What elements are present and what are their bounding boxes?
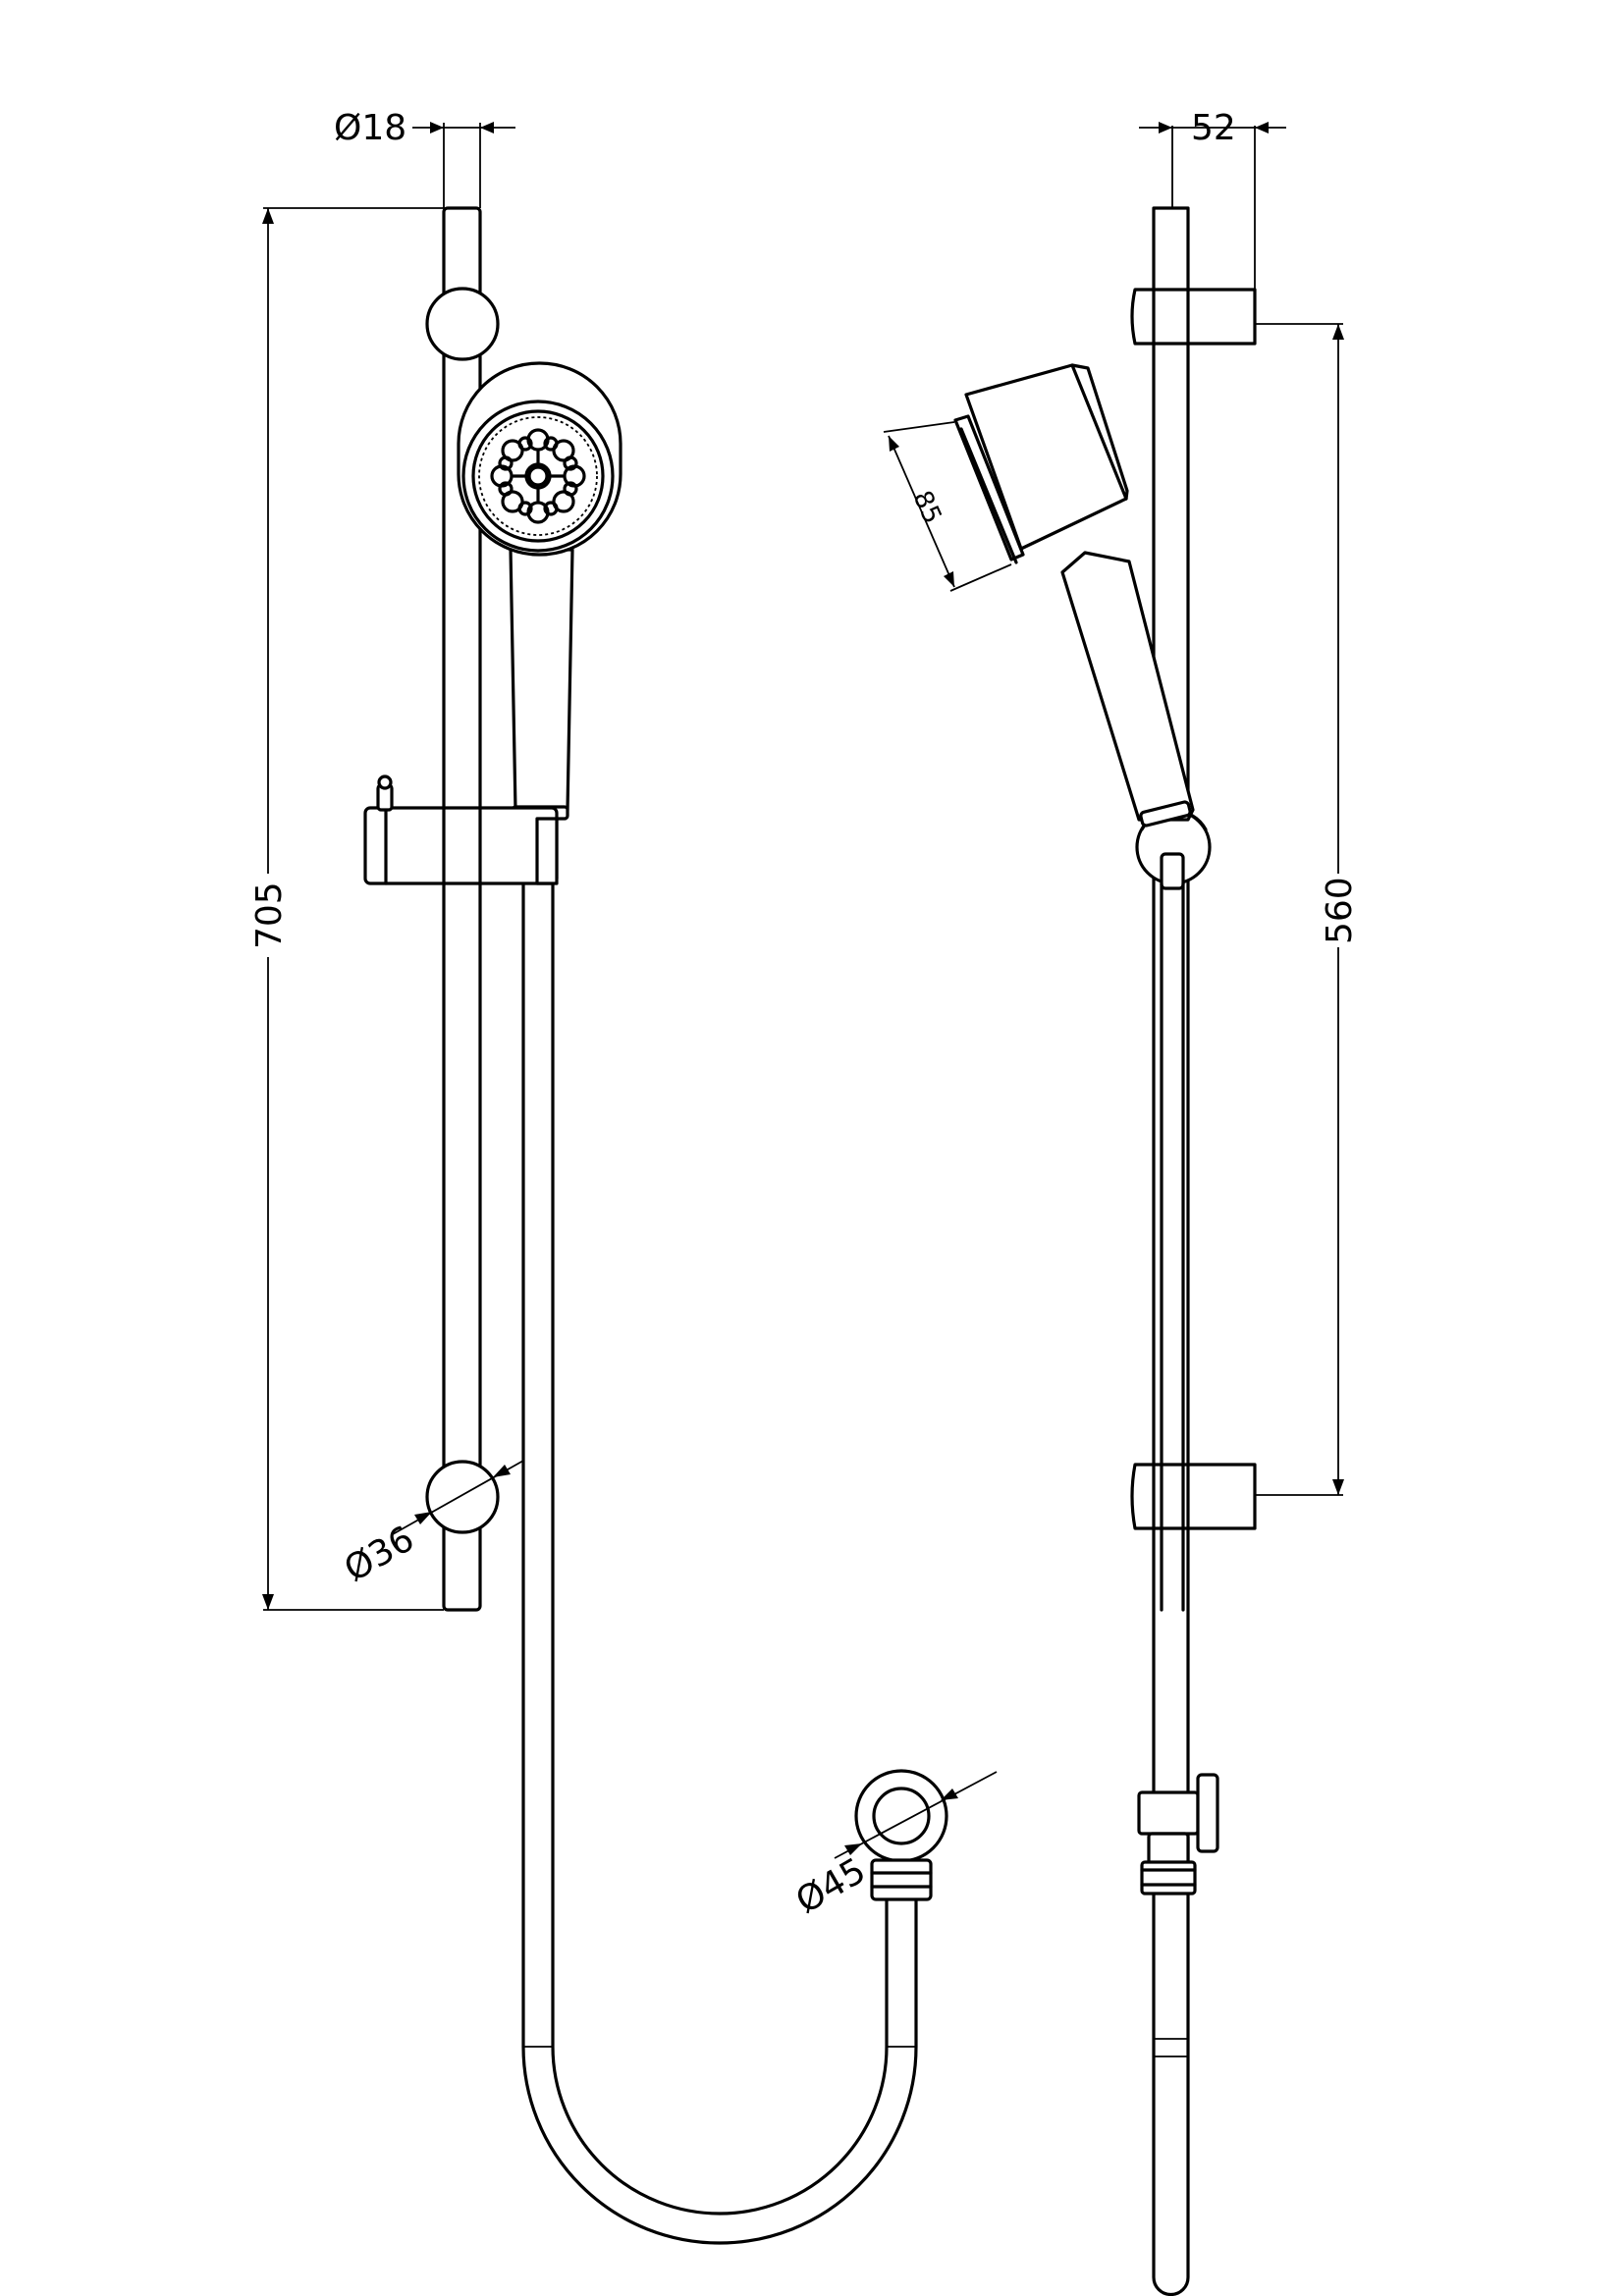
dim-slider-spacing: 560 [1255, 323, 1360, 1496]
top-wall-bracket-front [425, 287, 500, 361]
dim-bracket-diameter-label: Ø36 [338, 1519, 421, 1590]
riser-rail-front [442, 206, 482, 1612]
side-view: 52 560 85 [883, 108, 1360, 2296]
dim-outlet-diameter-label: Ø45 [789, 1850, 873, 1922]
slider-bracket-front [363, 774, 559, 885]
wall-outlet-side [1137, 1773, 1219, 1896]
spray-nozzles [490, 428, 586, 524]
front-view: Ø18 705 Ø36 Ø45 [249, 108, 998, 2245]
hose-front [521, 877, 918, 2245]
dim-rail-length: 705 [249, 207, 444, 1611]
handset-head-front [457, 361, 622, 557]
dim-slider-spacing-label: 560 [1320, 877, 1360, 944]
wall-outlet-front [854, 1769, 948, 1901]
hose-side [1160, 881, 1185, 1612]
bottom-wall-bracket-front [425, 1460, 500, 1534]
handset-handle-front [509, 548, 574, 821]
dim-rail-diameter-label: Ø18 [334, 108, 406, 148]
dim-bracket-depth-label: 52 [1191, 108, 1236, 148]
bottom-wall-bracket-side [1130, 1463, 1257, 1530]
handset-side [953, 363, 1195, 828]
riser-rail-side [1152, 206, 1190, 2296]
top-wall-bracket-side [1130, 288, 1257, 346]
dim-rail-diameter: Ø18 [334, 108, 515, 208]
dim-rail-length-label: 705 [249, 881, 290, 949]
dim-bracket-depth: 52 [1139, 108, 1286, 290]
centre-nozzle [512, 450, 565, 503]
